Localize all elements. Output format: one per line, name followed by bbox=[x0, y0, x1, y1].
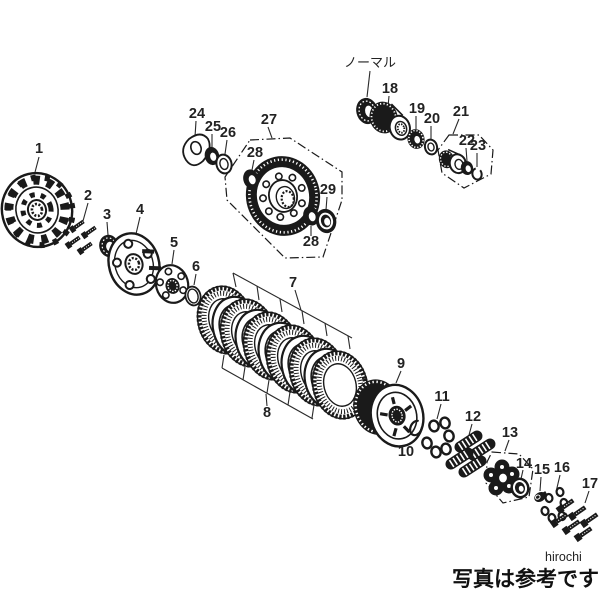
part-label-2: 2 bbox=[84, 188, 92, 204]
part-label-19: 19 bbox=[409, 101, 425, 117]
part-22-ring bbox=[460, 160, 474, 176]
part-label-1: 1 bbox=[35, 141, 43, 157]
part-label-13: 13 bbox=[502, 425, 518, 441]
part-14-bearing bbox=[510, 477, 530, 499]
normal-annotation: ノーマル bbox=[344, 55, 396, 70]
leader-lines bbox=[33, 70, 590, 504]
part-26-washer bbox=[215, 153, 233, 175]
part-13-lifter-plate bbox=[483, 459, 520, 496]
part-7-8-clutch-plate-stack bbox=[196, 272, 369, 420]
part-label-3: 3 bbox=[103, 207, 111, 223]
part-27-enclosure bbox=[224, 137, 343, 259]
part-25-spring-washer bbox=[204, 146, 220, 166]
part-20-washer bbox=[423, 138, 439, 156]
part-label-14: 14 bbox=[516, 456, 532, 472]
part-label-18: 18 bbox=[382, 81, 398, 97]
disclaimer-text: 写真は参考です bbox=[452, 567, 599, 591]
part-label-26: 26 bbox=[220, 125, 236, 141]
part-label-5: 5 bbox=[170, 235, 178, 251]
part-29-bearing bbox=[315, 208, 337, 234]
watermark-text: hirochi bbox=[545, 550, 582, 564]
part-17-bolts bbox=[549, 498, 599, 543]
part-label-24: 24 bbox=[189, 106, 205, 122]
part-label-12: 12 bbox=[465, 409, 481, 425]
part-label-20: 20 bbox=[424, 111, 440, 127]
part-12-clutch-springs bbox=[445, 430, 496, 478]
part-13-enclosure bbox=[485, 451, 534, 504]
part-1-clutch-outer-basket bbox=[0, 171, 76, 249]
bracket-8 bbox=[221, 354, 315, 420]
part-label-23: 23 bbox=[470, 138, 486, 154]
part-label-29: 29 bbox=[320, 182, 336, 198]
part-label-28: 28 bbox=[303, 234, 319, 250]
part-label-17: 17 bbox=[582, 476, 598, 492]
part-6-o-ring bbox=[184, 285, 202, 307]
part-label-7: 7 bbox=[289, 275, 297, 291]
part-19-sprocket bbox=[407, 129, 425, 149]
part-24-lock-washer bbox=[182, 133, 211, 167]
part-4-clutch-center bbox=[107, 232, 162, 296]
part-23-snap-ring bbox=[471, 167, 483, 181]
part-5-hub bbox=[154, 264, 190, 304]
part-18-oil-pump-drive-gear bbox=[369, 101, 411, 141]
part-label-11: 11 bbox=[434, 389, 449, 405]
part-11-o-rings bbox=[421, 416, 455, 459]
part-27-primary-driven-gear bbox=[245, 156, 321, 236]
part-label-21: 21 bbox=[453, 104, 469, 120]
part-21-collar bbox=[438, 148, 467, 175]
part-2-bolts bbox=[64, 219, 97, 256]
part-label-28: 28 bbox=[247, 145, 263, 161]
bracket-7 bbox=[232, 272, 353, 350]
part-10-circlip bbox=[408, 419, 424, 437]
part-label-22: 22 bbox=[459, 133, 475, 149]
part-label-25: 25 bbox=[205, 119, 221, 135]
part-28-ring-upper bbox=[243, 169, 259, 189]
part-label-15: 15 bbox=[534, 462, 550, 478]
part-label-10: 10 bbox=[398, 444, 414, 460]
part-15-lifter-piece bbox=[534, 491, 548, 502]
part-label-9: 9 bbox=[397, 356, 405, 372]
part-label-4: 4 bbox=[136, 202, 144, 218]
part-label-16: 16 bbox=[554, 460, 570, 476]
part-21-enclosure bbox=[437, 134, 494, 189]
part-label-6: 6 bbox=[192, 259, 200, 275]
part-label-8: 8 bbox=[263, 405, 271, 421]
part-label-27: 27 bbox=[261, 112, 277, 128]
part-28-ring-lower bbox=[303, 206, 319, 226]
